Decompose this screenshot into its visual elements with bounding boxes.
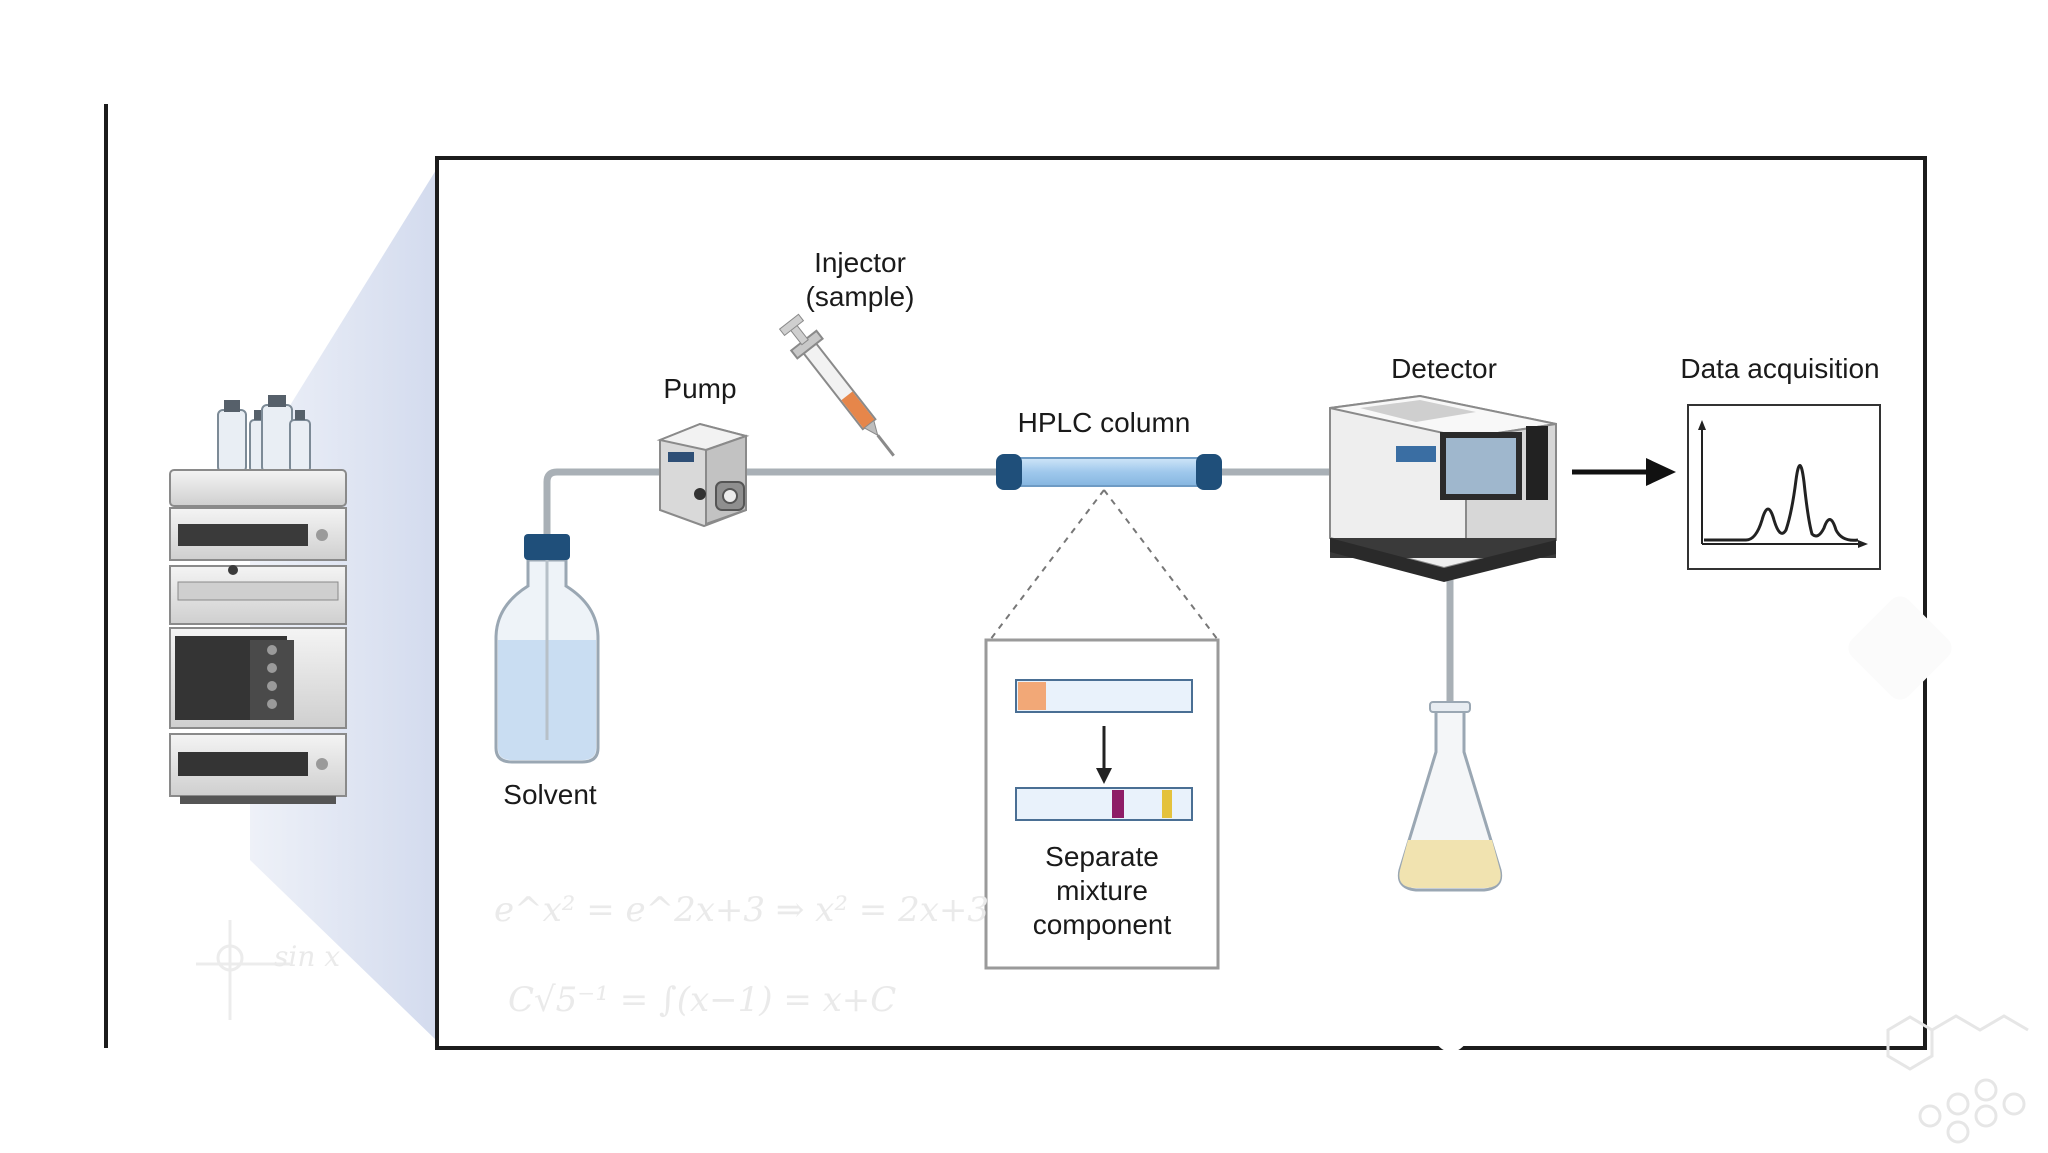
pump-label: Pump	[663, 373, 737, 404]
hplc-column-label: HPLC column	[1017, 407, 1191, 438]
formula-watermark: e^x² = e^2x+3 ⇒ x² = 2x+3	[494, 890, 989, 930]
separate-mixture-label: Separate mixture component	[1032, 841, 1172, 940]
zoom-dashed-lines	[989, 489, 1219, 641]
left-divider-line	[104, 104, 108, 1048]
band-orange	[1018, 682, 1046, 710]
detector-icon	[1329, 394, 1557, 582]
formula-watermark: C√5⁻¹ = ∫(x−1) = x+C	[508, 980, 897, 1020]
decor-diamond	[1848, 596, 1952, 700]
chromatogram-icon	[1687, 404, 1881, 570]
hplc-column-icon	[996, 454, 1222, 490]
detector-label: Detector	[1391, 353, 1497, 384]
separation-inset	[984, 638, 1220, 970]
tubing	[543, 468, 1454, 722]
solvent-bottle-icon	[494, 534, 600, 764]
decor-diamond	[1374, 898, 1528, 1052]
band-yellow	[1162, 790, 1172, 818]
injector-label: Injector (sample)	[805, 247, 915, 312]
band-magenta	[1112, 790, 1124, 818]
data-acquisition-label: Data acquisition	[1680, 353, 1880, 384]
flask-icon	[1397, 701, 1503, 892]
pump-icon	[656, 422, 750, 528]
molecule-watermark-icon	[1886, 1014, 2029, 1144]
hplc-instrument-icon	[169, 395, 347, 804]
formula-watermark: sin x	[274, 940, 341, 973]
syringe-icon	[778, 313, 895, 457]
axes-watermark-icon	[196, 920, 290, 1020]
solvent-label: Solvent	[503, 779, 597, 810]
